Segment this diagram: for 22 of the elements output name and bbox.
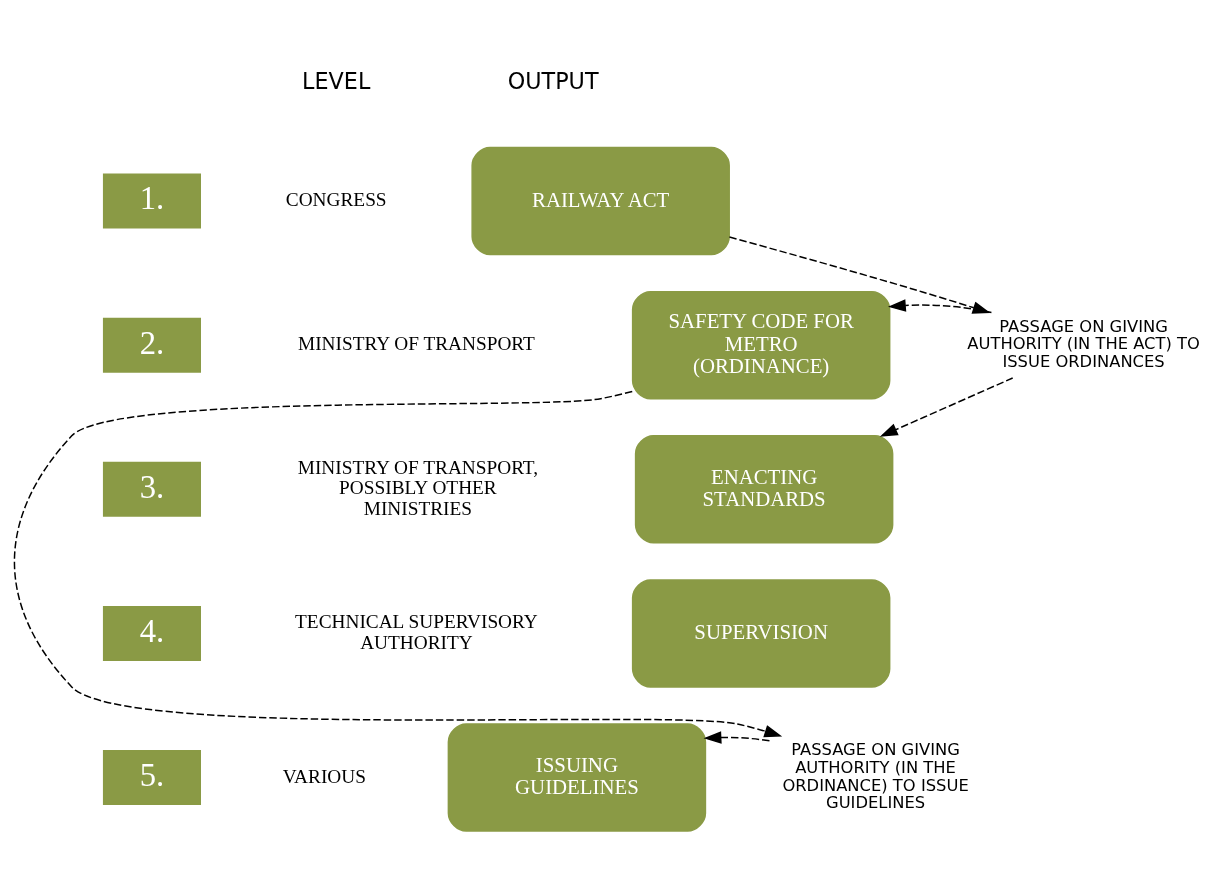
node-box: 5. xyxy=(102,749,201,805)
label: TECHNICAL SUPERVISORY AUTHORITY xyxy=(295,610,538,653)
node-box: ENACTING STANDARDS xyxy=(634,434,894,544)
node-box: SUPERVISION xyxy=(631,578,891,688)
node-text: PASSAGE ON GIVING AUTHORITY (IN THE ACT) TO ISSUE ORDINANCES xyxy=(967,316,1200,371)
arrow xyxy=(13,390,783,737)
node-box: 1. xyxy=(102,173,201,229)
node-box: ISSUING GUIDELINES xyxy=(447,722,707,832)
label: LEVEL xyxy=(302,67,371,94)
node-box: 2. xyxy=(102,317,201,373)
node-box: 4. xyxy=(102,605,201,661)
node-box: RAILWAY ACT xyxy=(471,146,730,255)
label: MINISTRY OF TRANSPORT, POSSIBLY OTHER MINISTRIES xyxy=(297,456,539,519)
node-box: SAFETY CODE FOR METRO (ORDINANCE) xyxy=(631,290,891,399)
label: MINISTRY OF TRANSPORT xyxy=(297,332,535,354)
label: OUTPUT xyxy=(507,67,599,94)
node-text: PASSAGE ON GIVING AUTHORITY (IN THE ORDINANCE) TO ISSUE GUIDELINES xyxy=(782,739,969,812)
node-box: 3. xyxy=(102,461,201,517)
arrow xyxy=(703,730,771,744)
label: VARIOUS xyxy=(282,765,366,787)
label: CONGRESS xyxy=(285,188,387,210)
arrow xyxy=(879,376,1014,437)
